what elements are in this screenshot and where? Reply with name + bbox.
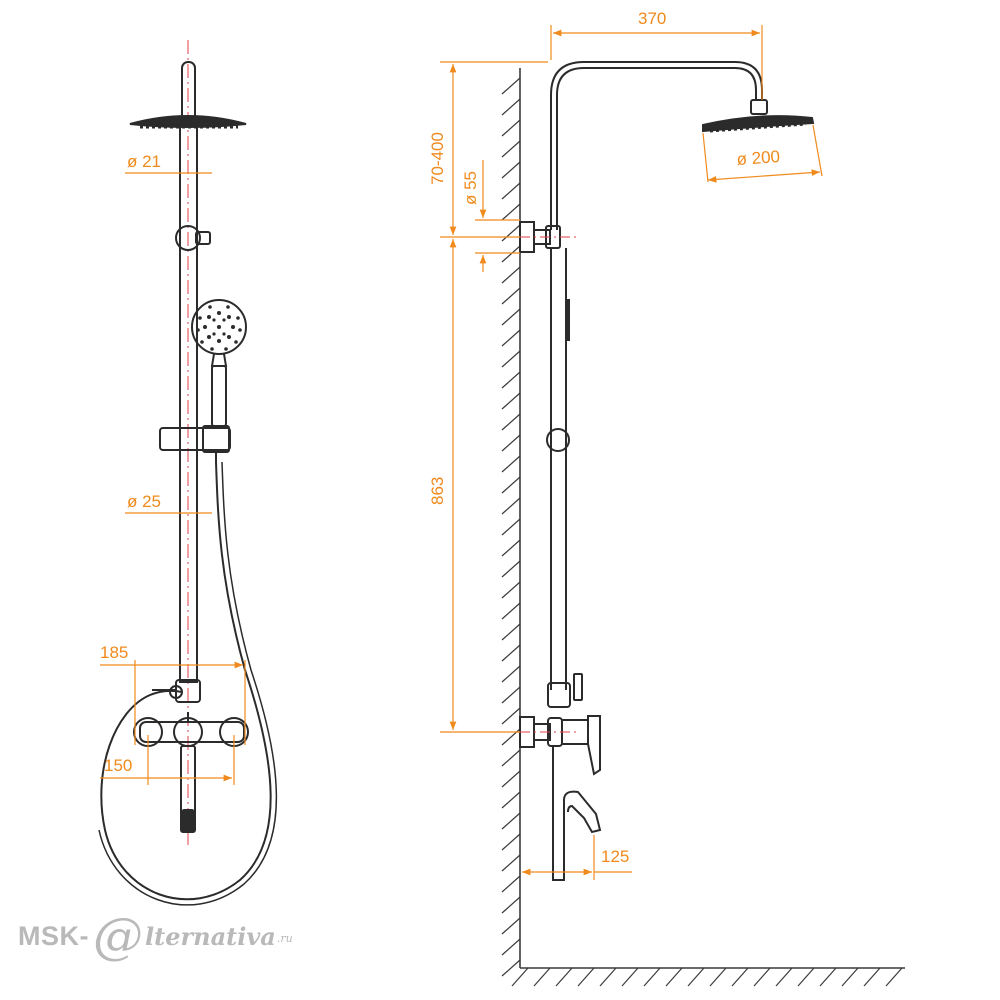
- floor-hatch-line: [687, 967, 705, 987]
- pipe-lower-label: ø 25: [127, 492, 161, 511]
- wall-hatch-line: [501, 917, 521, 935]
- wall-hatch-line: [501, 434, 521, 452]
- wall-hatch-line: [501, 959, 521, 977]
- floor-hatch-line: [555, 967, 573, 987]
- head-diameter-label: ø 200: [736, 147, 781, 169]
- wall-hatch-line: [501, 518, 521, 536]
- wall-hatch-line: [501, 602, 521, 620]
- main-pipe: [179, 121, 198, 683]
- bracket-diameter-label: ø 55: [461, 171, 480, 205]
- wall-hatch-line: [501, 686, 521, 704]
- floor-hatch-line: [709, 967, 727, 987]
- wall-hatch-line: [501, 77, 521, 95]
- wall-hatch-line: [501, 812, 521, 830]
- front-view: [98, 40, 278, 906]
- wall-hatch-line: [501, 707, 521, 725]
- wall-hatch-line: [501, 350, 521, 368]
- wall-hatch-line: [501, 266, 521, 284]
- floor-hatch-line: [665, 967, 683, 987]
- hand-shower-neck: [210, 353, 228, 367]
- wall-hatch-line: [501, 770, 521, 788]
- hand-shower-head: [191, 299, 247, 355]
- floor-hatch-line: [643, 967, 661, 987]
- width-top-label: 370: [638, 9, 666, 28]
- logo-tld: .ru: [276, 931, 293, 945]
- floor-hatch-line: [775, 967, 793, 987]
- floor-hatch-line: [797, 967, 815, 987]
- wall-hatch-line: [501, 140, 521, 158]
- shower-hose: [100, 461, 272, 901]
- slider-knob: [546, 428, 570, 452]
- logo-at-symbol: @: [93, 907, 143, 965]
- floor-hatch-line: [885, 967, 903, 987]
- spout-reach-label: 125: [601, 847, 629, 866]
- floor-hatch-line: [511, 967, 529, 987]
- diverter-side: [547, 682, 571, 708]
- floor-hatch-line: [533, 967, 551, 987]
- wall-hatch-line: [501, 749, 521, 767]
- logo-main-text: MSK-: [18, 920, 89, 951]
- wall-hatch-line: [501, 665, 521, 683]
- wall-hatch-line: [501, 875, 521, 893]
- mixer-body: [139, 721, 245, 743]
- side-centerlines: [500, 236, 580, 733]
- hand-shower-handle: [211, 365, 227, 427]
- wall-hatch-line: [501, 455, 521, 473]
- wall-hatch-line: [501, 245, 521, 263]
- floor-hatch-line: [621, 967, 639, 987]
- height-adjust-label: 70-400: [428, 132, 447, 185]
- wall-hatch-line: [501, 896, 521, 914]
- wall-hatch-line: [501, 791, 521, 809]
- floor-hatch-line: [863, 967, 881, 987]
- wall-hatch-line: [501, 392, 521, 410]
- wall-hatch-line: [501, 854, 521, 872]
- wall-hatch-line: [501, 938, 521, 956]
- wall-hatch-line: [501, 623, 521, 641]
- floor-hatch-line: [819, 967, 837, 987]
- mixer-width-label: 185: [100, 643, 128, 662]
- wall-hatch-line: [501, 581, 521, 599]
- mixer-spacing-label: 150: [104, 756, 132, 775]
- mixer-lever: [587, 715, 601, 776]
- wall-bracket: [175, 225, 201, 251]
- total-height-label: 863: [428, 477, 447, 505]
- wall-hatch-line: [501, 287, 521, 305]
- pipe-upper-label: ø 21: [127, 152, 161, 171]
- wall-hatch-line: [501, 371, 521, 389]
- wall-hatch-line: [501, 161, 521, 179]
- wall-hatch-line: [501, 413, 521, 431]
- wall-hatch-line: [501, 329, 521, 347]
- side-dimensions: [440, 25, 823, 880]
- wall-hatch-line: [501, 182, 521, 200]
- wall-hatch-line: [501, 497, 521, 515]
- wall-hatch-line: [501, 203, 521, 221]
- wall-hatch-line: [501, 98, 521, 116]
- front-dimensions: [100, 172, 246, 785]
- wall-hatch-line: [501, 476, 521, 494]
- wall-hatch-line: [501, 560, 521, 578]
- brand-logo: MSK- @ lternativa .ru: [18, 906, 293, 966]
- wall-hatch-line: [501, 119, 521, 137]
- floor-hatch-line: [753, 967, 771, 987]
- wall-hatch-line: [501, 539, 521, 557]
- slide-holder: [159, 427, 231, 451]
- logo-rest-text: lternativa: [145, 921, 276, 951]
- floor-hatch-line: [731, 967, 749, 987]
- floor-hatch-line: [599, 967, 617, 987]
- wall-hatch-line: [501, 644, 521, 662]
- wall-hatch-line: [501, 308, 521, 326]
- top-arm: [550, 61, 763, 230]
- spout: [552, 746, 602, 881]
- wall: [501, 68, 905, 987]
- side-view: [519, 61, 815, 881]
- wall-hatch-line: [501, 224, 521, 242]
- wall-hatch-line: [501, 833, 521, 851]
- floor-hatch-line: [841, 967, 859, 987]
- floor-hatch-line: [577, 967, 595, 987]
